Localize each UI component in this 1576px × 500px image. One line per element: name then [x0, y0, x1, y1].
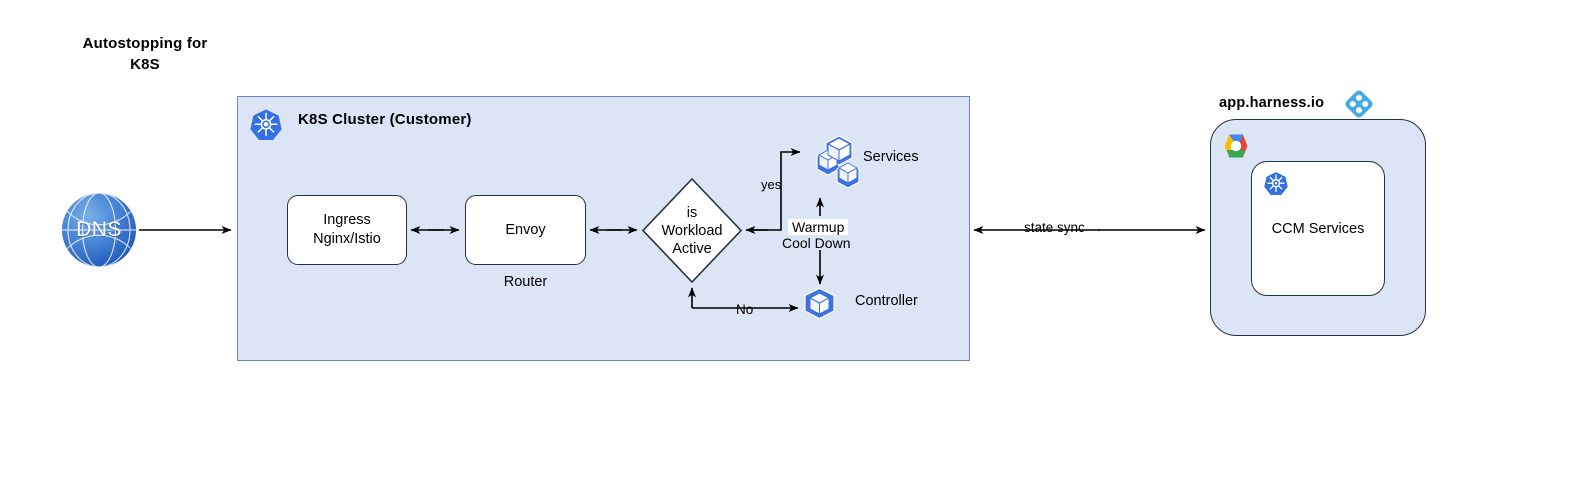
- ingress-node[interactable]: Ingress Nginx/Istio: [287, 195, 407, 265]
- page-title: Autostopping for K8S: [30, 33, 260, 75]
- decision-label: is Workload Active: [642, 178, 742, 283]
- envoy-label: Envoy: [505, 221, 546, 238]
- page-title-line2: K8S: [130, 56, 160, 73]
- kubernetes-icon: [250, 108, 282, 140]
- harness-label: app.harness.io: [1219, 95, 1325, 111]
- dns-label: DNS: [76, 218, 122, 241]
- services-label: Services: [863, 149, 919, 165]
- decision-line1: is: [686, 204, 698, 221]
- edge-label-warmup: Warmup: [788, 219, 849, 235]
- envoy-node[interactable]: Envoy: [465, 195, 586, 265]
- router-caption: Router: [503, 274, 548, 290]
- ingress-line1: Ingress: [323, 212, 371, 228]
- service-cubes-icon: [805, 135, 867, 196]
- cluster-title: K8S Cluster (Customer): [298, 111, 472, 128]
- ingress-line2: Nginx/Istio: [313, 231, 381, 247]
- google-cloud-icon: [1221, 133, 1251, 159]
- edge-label-state-sync: state sync: [1021, 220, 1088, 235]
- ccm-services-label: CCM Services: [1271, 221, 1365, 237]
- decision-line2: Workload: [661, 222, 723, 239]
- decision-line3: Active: [672, 240, 712, 257]
- edge-label-cooldown: Cool Down: [782, 235, 851, 251]
- kubernetes-icon: [1264, 171, 1288, 195]
- page-title-line1: Autostopping for: [82, 35, 208, 52]
- controller-label: Controller: [855, 293, 918, 309]
- edge-label-yes: yes: [761, 177, 782, 192]
- cube-hexagon-icon: [803, 287, 836, 320]
- decision-node[interactable]: is Workload Active: [641, 177, 743, 284]
- harness-logo: [1345, 90, 1373, 118]
- edge-label-no: No: [734, 302, 756, 317]
- globe-icon: DNS: [61, 192, 137, 268]
